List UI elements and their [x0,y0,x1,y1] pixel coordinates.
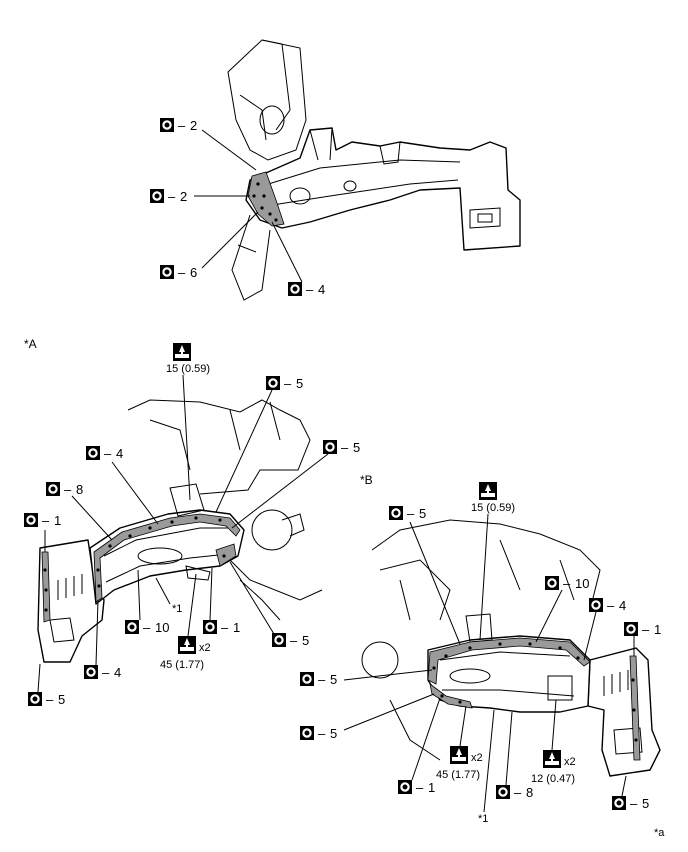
a-callout-8: – 8 [44,480,113,541]
callout-number: 5 [353,440,360,455]
callout-number: 5 [419,506,426,521]
a-callout-4-bottom: – 4 [82,599,121,681]
callout-number: 10 [155,620,169,635]
torque-value: 12 (0.47) [531,773,575,785]
a-callout-1-left: – 1 [22,511,61,552]
callout-number: 5 [330,726,337,741]
torque-multiplier: x2 [471,752,483,764]
svg-text:–: – [341,440,349,455]
note-star-a: *a [654,827,665,839]
a-torque-top: 15 (0.59) [166,343,210,501]
callout-number: 1 [233,620,240,635]
b-callout-8: – 8 [494,711,533,801]
a-callout-5-right: – 5 [231,438,360,529]
svg-text:–: – [630,796,638,811]
callout-number: 10 [575,576,589,591]
callout-number: 1 [654,622,661,637]
a-callout-5-bottom: – 5 [26,663,65,708]
b-callout-1-bottom: – 1 [396,697,441,796]
svg-text:–: – [306,282,314,297]
callout-number: 6 [190,265,197,280]
svg-text:–: – [407,506,415,521]
svg-text:–: – [607,598,615,613]
torque-value: 15 (0.59) [166,363,210,375]
torque-value: 45 (1.77) [160,659,204,671]
a-callout-5-top: – 5 [215,374,303,513]
a-callout-4: – 4 [84,444,159,525]
callout-number: 4 [114,665,121,680]
svg-text:–: – [284,376,292,391]
callout-number: 4 [116,446,123,461]
torque-value: 45 (1.77) [436,769,480,781]
svg-text:–: – [318,726,326,741]
b-callout-1-right: – 1 [622,620,661,656]
a-callout-10: – 10 [123,569,169,636]
callout-number: 5 [642,796,649,811]
svg-text:–: – [102,665,110,680]
callout-number: 2 [190,118,197,133]
callout-4: – 4 [271,221,325,298]
svg-text:–: – [104,446,112,461]
note-star-1: *1 [172,603,182,615]
svg-text:–: – [563,576,571,591]
svg-text:–: – [642,622,650,637]
callout-number: 2 [180,189,187,204]
svg-text:–: – [168,189,176,204]
b-callout-5-left1: – 5 [298,669,433,688]
svg-text:–: – [416,780,424,795]
svg-text:–: – [143,620,151,635]
b-torque-top: 15 (0.59) [471,482,515,641]
callout-2-lower: – 2 [148,187,250,205]
svg-text:–: – [221,620,229,635]
view-a-assembly-drawing [37,399,323,663]
torque-multiplier: x2 [564,756,576,768]
b-callout-5-top: – 5 [387,504,461,645]
b-callout-4: – 4 [583,596,626,661]
callout-number: 5 [58,692,65,707]
b-callout-5-left2: – 5 [298,693,435,742]
dash: – [178,118,186,133]
callout-2-upper: – 2 [158,116,257,171]
svg-text:–: – [42,513,50,528]
a-callout-5-mid: – 5 [229,561,309,649]
svg-text:–: – [178,265,186,280]
callout-number: 5 [296,376,303,391]
b-callout-5-bottom: – 5 [610,775,649,812]
svg-text:–: – [290,633,298,648]
torque-multiplier: x2 [199,642,211,654]
svg-text:–: – [46,692,54,707]
callout-6: – 6 [158,211,259,281]
callout-number: 5 [302,633,309,648]
callout-number: 1 [428,780,435,795]
note-leader [483,709,495,813]
b-torque-mid: x2 45 (1.77) [436,705,483,781]
view-b-assembly-drawing [361,519,661,777]
callout-number: 5 [330,672,337,687]
torque-value: 15 (0.59) [471,502,515,514]
view-b-label: *B [360,473,373,487]
note-star-1: *1 [478,813,488,825]
a-callout-1-mid: – 1 [201,567,240,636]
callout-number: 4 [318,282,325,297]
callout-number: 8 [76,482,83,497]
callout-number: 1 [54,513,61,528]
note-leader [155,577,171,605]
top-assembly-drawing [227,39,521,301]
b-callout-10: – 10 [535,574,589,643]
svg-text:–: – [514,785,522,800]
a-torque-bottom: x2 45 (1.77) [160,573,211,671]
svg-text:–: – [318,672,326,687]
b-torque-right: x2 12 (0.47) [531,699,576,785]
svg-text:–: – [64,482,72,497]
callout-number: 4 [619,598,626,613]
callout-number: 8 [526,785,533,800]
view-a-label: *A [24,337,37,351]
